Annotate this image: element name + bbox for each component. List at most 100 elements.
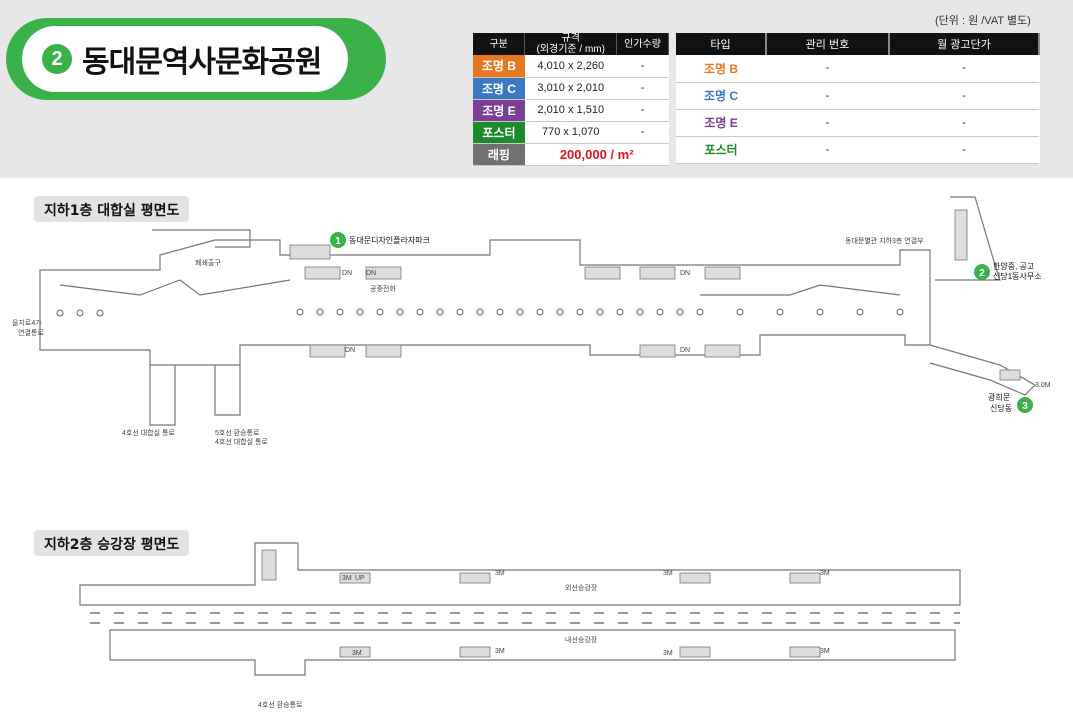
label-dn: DN: [680, 347, 690, 354]
label-public-phone: 공중전화: [370, 284, 396, 293]
mgmt-id: -: [766, 82, 889, 110]
floor-b2-title: 지하2층 승강장 평면도: [34, 530, 190, 556]
spec-header-qty: 인가수량: [616, 33, 669, 55]
floor-b2-plan: 외선승강장 내선승강장 4호선 환승통로 3M UP 3M 3M 3M 3M 3…: [79, 542, 961, 709]
spec-size: 2,010 x 1,510: [524, 99, 617, 122]
management-table: 타입 관리 번호 월 광고단가 조명 B - - 조명 C - - 조명 E -…: [676, 33, 1041, 164]
label-3m: 3M: [495, 570, 505, 577]
spec-header-type: 구분: [473, 33, 526, 55]
exit3-passage: [929, 344, 1036, 396]
label-3m: 3M: [663, 570, 673, 577]
exit-3-marker: 3 광희문 신당동: [988, 392, 1033, 413]
line5-passage: [214, 365, 241, 416]
unit-note: (단위 : 원 /VAT 별도): [935, 15, 1031, 27]
outer-platform-outline: [79, 542, 961, 606]
mgmt-price: -: [888, 136, 1039, 164]
label-inner-platform: 내선승강장: [565, 635, 598, 644]
spec-qty: -: [616, 55, 669, 78]
wrapping-price: 200,000 / m²: [524, 143, 669, 166]
table-row: 조명 B 4,010 x 2,260 -: [473, 55, 669, 78]
table-row: 포스터 - -: [676, 136, 1039, 164]
mgmt-price: -: [888, 55, 1039, 83]
table-row: 포스터 770 x 1,070 -: [473, 121, 669, 144]
label-transfer4: 4호선 환승통로: [258, 700, 303, 709]
spec-qty: -: [616, 121, 669, 144]
spec-header-size-line1: 규격: [561, 33, 580, 44]
label-dn: DN: [345, 347, 355, 354]
label-up: UP: [355, 575, 365, 582]
exit-2-label-line2: 신당1동사무소: [993, 271, 1042, 281]
concourse-outline: [39, 239, 931, 366]
spec-type-wrapping: 래핑: [473, 143, 525, 166]
table-row: 조명 E - -: [676, 109, 1039, 137]
spec-type-e: 조명 E: [473, 99, 525, 122]
stairs: [289, 209, 1021, 381]
mgmt-type: 포스터: [676, 136, 766, 164]
inner-platform-outline: [109, 629, 956, 676]
label-3m: 3M: [352, 650, 362, 657]
closed-exit-passage: [152, 229, 251, 248]
station-title-inner: 2 동대문역사문화공원: [22, 26, 348, 92]
label-outer-platform: 외선승강장: [565, 583, 598, 592]
mgmt-id: -: [766, 136, 889, 164]
exit-1-marker: 1 동대문디자인플라자파크: [330, 232, 430, 248]
label-transfer5-line1: 5호선 환승통로: [215, 428, 260, 437]
platform-stairs: [261, 549, 821, 658]
label-3m: 3M: [820, 648, 830, 655]
line4-passage: [149, 365, 176, 426]
spec-header-size: 규격 (외경기준 / mm): [524, 33, 618, 55]
spec-type-poster: 포스터: [473, 121, 525, 144]
mgmt-type: 조명 E: [676, 109, 766, 137]
mgmt-header-id: 관리 번호: [766, 33, 890, 55]
spec-size: 3,010 x 2,010: [524, 77, 617, 100]
table-row: 래핑 200,000 / m²: [473, 143, 669, 166]
table-row: 조명 B - -: [676, 55, 1039, 83]
label-euljiro-line2: 연결통로: [18, 328, 44, 337]
mgmt-id: -: [766, 109, 889, 137]
exit-3-number: 3: [1022, 401, 1028, 412]
spec-table: 구분 규격 (외경기준 / mm) 인가수량 조명 B 4,010 x 2,26…: [473, 33, 669, 166]
label-height: 3.0M: [1035, 382, 1051, 389]
exit-1-label: 동대문디자인플라자파크: [349, 235, 430, 245]
exit-1-number: 1: [335, 236, 341, 247]
label-3m: 3M: [342, 575, 352, 582]
table-row: 조명 C - -: [676, 82, 1039, 110]
label-dn: DN: [342, 270, 352, 277]
concourse-inner-line: [59, 279, 291, 296]
floor-b1-plan: 폐쇄출구 을지로4가 연결통로 4호선 대합실 통로 5호선 환승통로 4호선 …: [12, 196, 1051, 446]
label-dn: DN: [366, 270, 376, 277]
label-3m: 3M: [663, 650, 673, 657]
station-number-icon: 2: [42, 44, 72, 74]
label-euljiro-line1: 을지로4가: [12, 318, 42, 327]
table-row: 조명 C 3,010 x 2,010 -: [473, 77, 669, 100]
mgmt-type: 조명 C: [676, 82, 766, 110]
label-ddp-connection: 동대문별관 지하3층 연결부: [845, 236, 924, 245]
station-title-badge: 2 동대문역사문화공원: [6, 18, 386, 100]
mgmt-price: -: [888, 82, 1039, 110]
mgmt-table-header: 타입 관리 번호 월 광고단가: [676, 33, 1041, 55]
exit-2-label-line1: 한양중, 공고: [993, 262, 1034, 271]
spec-header-size-line2: (외경기준 / mm): [536, 44, 605, 55]
exit-3-label-line1: 광희문: [988, 392, 1010, 402]
mgmt-id: -: [766, 55, 889, 83]
table-row: 조명 E 2,010 x 1,510 -: [473, 99, 669, 122]
label-closed-exit: 폐쇄출구: [195, 258, 221, 267]
mgmt-price: -: [888, 109, 1039, 137]
spec-qty: -: [616, 99, 669, 122]
exit-3-label-line2: 신당동: [990, 403, 1012, 413]
exit2-passage: [935, 196, 1001, 281]
mgmt-type: 조명 B: [676, 55, 766, 83]
mgmt-header-price: 월 광고단가: [888, 33, 1041, 55]
spec-table-header: 구분 규격 (외경기준 / mm) 인가수량: [473, 33, 669, 55]
spec-qty: -: [616, 77, 669, 100]
label-3m: 3M: [820, 570, 830, 577]
station-name: 동대문역사문화공원: [82, 45, 322, 80]
label-line4-hall: 4호선 대합실 통로: [122, 428, 175, 437]
columns: [56, 308, 904, 317]
label-dn: DN: [680, 270, 690, 277]
spec-type-c: 조명 C: [473, 77, 525, 100]
label-3m: 3M: [495, 648, 505, 655]
concourse-inner-line-right: [700, 284, 901, 296]
spec-type-b: 조명 B: [473, 55, 525, 78]
floor-b1-title: 지하1층 대합실 평면도: [34, 196, 190, 222]
